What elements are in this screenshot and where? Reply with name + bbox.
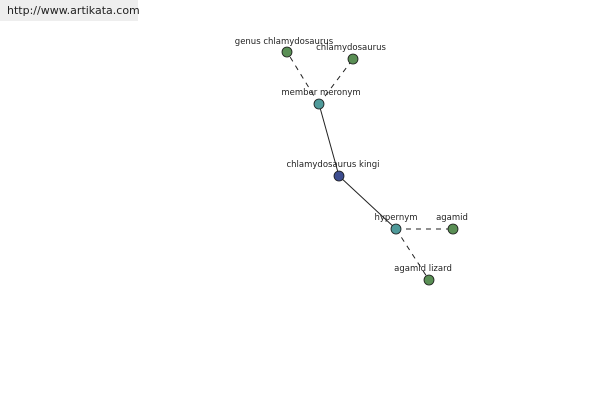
node-label: genus chlamydosaurus (235, 37, 334, 47)
node-label: agamid lizard (394, 264, 452, 274)
node-label: member meronym (281, 88, 360, 98)
edge-hypernym-to-agamid-lizard (395, 228, 430, 281)
edge-member-meronym-to-genus-chlamydosaurus (286, 51, 320, 105)
node-label: chlamydosaurus (316, 43, 386, 53)
node-marker[interactable] (313, 98, 325, 110)
edge-chlamydosaurus-kingi-to-member-meronym (318, 103, 340, 177)
nodes-layer: chlamydosaurus kingi member meronym genus … (235, 37, 468, 286)
url-watermark[interactable]: http://www.artikata.com (7, 4, 140, 17)
node-label: agamid (436, 213, 468, 223)
node-label: hypernym (374, 213, 417, 223)
node-label: chlamydosaurus kingi (286, 160, 379, 170)
edge-chlamydosaurus-kingi-to-hypernym (338, 175, 397, 230)
node-marker[interactable] (281, 46, 293, 58)
node-agamid[interactable]: agamid (436, 213, 468, 235)
node-genus-chlamydosaurus[interactable]: genus chlamydosaurus (235, 37, 334, 58)
node-marker[interactable] (347, 53, 359, 65)
url-banner: http://www.artikata.com (0, 0, 140, 21)
edges-layer (286, 51, 453, 281)
node-chlamydosaurus[interactable]: chlamydosaurus (316, 43, 387, 65)
node-hypernym[interactable]: hypernym (374, 213, 418, 235)
node-marker[interactable] (333, 170, 345, 182)
node-marker[interactable] (447, 223, 459, 235)
node-marker[interactable] (423, 274, 435, 286)
node-agamid-lizard[interactable]: agamid lizard (394, 264, 452, 286)
node-member-meronym[interactable]: member meronym (281, 88, 361, 110)
node-marker[interactable] (390, 223, 402, 235)
node-chlamydosaurus-kingi[interactable]: chlamydosaurus kingi (286, 160, 380, 182)
